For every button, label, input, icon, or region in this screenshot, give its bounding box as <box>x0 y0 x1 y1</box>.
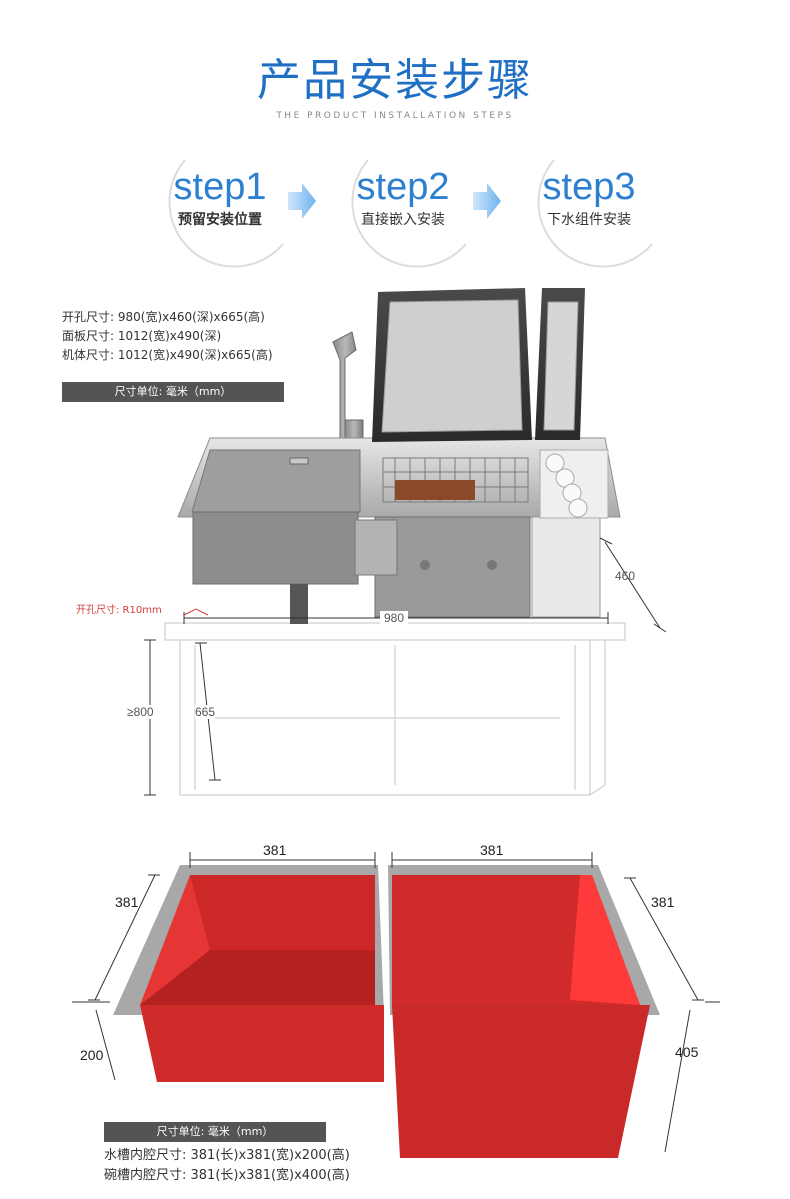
unit-bar-cavity: 尺寸单位: 毫米（mm） <box>104 1122 326 1142</box>
dim-left-depth: 381 <box>115 894 139 910</box>
step-1: step1 预留安装位置 <box>145 152 295 272</box>
step-label: step3 <box>542 166 636 208</box>
sink-cavity-size: 水槽内腔尺寸: 381(长)x381(宽)x200(高) <box>104 1148 350 1163</box>
dim-depth: 460 <box>615 569 636 583</box>
step-label: step1 <box>173 166 267 208</box>
radius-note: 开孔尺寸: R10mm <box>76 605 162 616</box>
installation-diagram <box>144 288 667 796</box>
step-arc-decoration <box>351 159 467 268</box>
page-title: 产品安装步骤 <box>257 55 533 106</box>
dim-right-width: 381 <box>480 842 504 858</box>
dish-cavity-size: 碗槽内腔尺寸: 381(长)x381(宽)x400(高) <box>104 1168 350 1183</box>
step-arc-decoration <box>168 159 284 268</box>
step-label: step2 <box>356 166 450 208</box>
step-description: 下水组件安装 <box>547 212 631 228</box>
spec-cutout: 开孔尺寸: 980(宽)x460(深)x665(高) <box>62 310 265 324</box>
dim-right-depth: 381 <box>651 894 675 910</box>
dim-height: 665 <box>195 705 216 719</box>
right-cavity <box>392 875 650 1158</box>
step-description: 直接嵌入安装 <box>361 212 445 228</box>
left-cavity <box>140 875 384 1082</box>
unit-bar: 尺寸单位: 毫米（mm） <box>62 382 284 402</box>
dishwasher-lid <box>372 288 532 442</box>
faucet <box>332 331 364 451</box>
dishwasher-body <box>354 516 601 618</box>
dim-left-width: 381 <box>263 842 287 858</box>
dim-left-height: 200 <box>80 1047 104 1063</box>
dim-min-height: ≥800 <box>127 705 154 719</box>
cavity-dimension-lines <box>72 852 720 1153</box>
radius-marker <box>183 608 209 616</box>
side-unit <box>535 288 609 519</box>
step-arc-decoration <box>537 159 653 268</box>
arrow-right-icon <box>473 183 501 219</box>
cavity-diagram <box>72 852 720 1158</box>
spec-panel: 面板尺寸: 1012(宽)x490(深) <box>62 329 222 343</box>
step-2: step2 直接嵌入安装 <box>328 152 478 272</box>
step-description: 预留安装位置 <box>178 212 262 228</box>
dim-width: 980 <box>380 611 409 625</box>
sink-basin <box>177 437 621 624</box>
cutting-board <box>395 480 475 500</box>
page-subtitle: THE PRODUCT INSTALLATION STEPS <box>276 111 514 121</box>
cabinet-outline <box>164 622 626 796</box>
step-3: step3 下水组件安装 <box>514 152 664 272</box>
spec-body: 机体尺寸: 1012(宽)x490(深)x665(高) <box>62 348 273 362</box>
dim-right-height: 405 <box>675 1044 699 1060</box>
arrow-right-icon <box>288 183 316 219</box>
